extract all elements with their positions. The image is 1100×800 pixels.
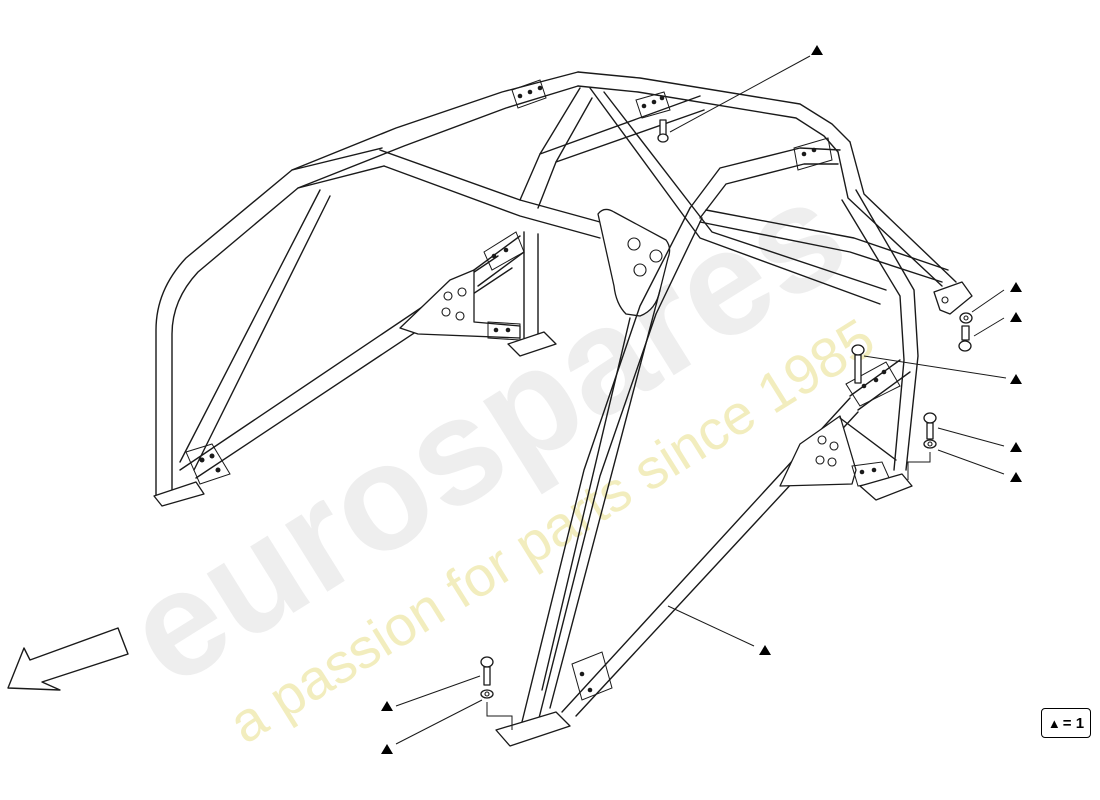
callout-triangle-icon: [381, 701, 393, 711]
callout-triangle-icon: [381, 744, 393, 754]
washer-right-front: [923, 439, 937, 449]
callout-triangle-icon: [1010, 374, 1022, 384]
bolt-front-left: [480, 656, 494, 686]
direction-arrow-icon: [7, 627, 129, 691]
legend-triangle-icon: ▲: [1047, 715, 1061, 731]
legend-quantity-box: ▲ = 1: [1041, 708, 1091, 738]
callout-triangle-icon: [1010, 442, 1022, 452]
bolt-top: [657, 119, 669, 143]
bolt-right-rear: [958, 325, 972, 352]
roll-cage: [153, 71, 973, 747]
bolt-right-mid: [851, 344, 865, 384]
bolt-right-front: [923, 412, 937, 440]
washer-right-rear: [959, 312, 973, 324]
leader-lines: [395, 55, 1007, 745]
callout-triangle-icon: [811, 45, 823, 55]
legend-text: = 1: [1062, 714, 1085, 732]
washer-front-left: [480, 689, 494, 699]
callout-triangle-icon: [1010, 282, 1022, 292]
callout-triangle-icon: [1010, 312, 1022, 322]
callout-triangle-icon: [759, 645, 771, 655]
hardware: [480, 119, 973, 730]
callout-triangle-icon: [1010, 472, 1022, 482]
callout-markers: [381, 45, 1022, 754]
